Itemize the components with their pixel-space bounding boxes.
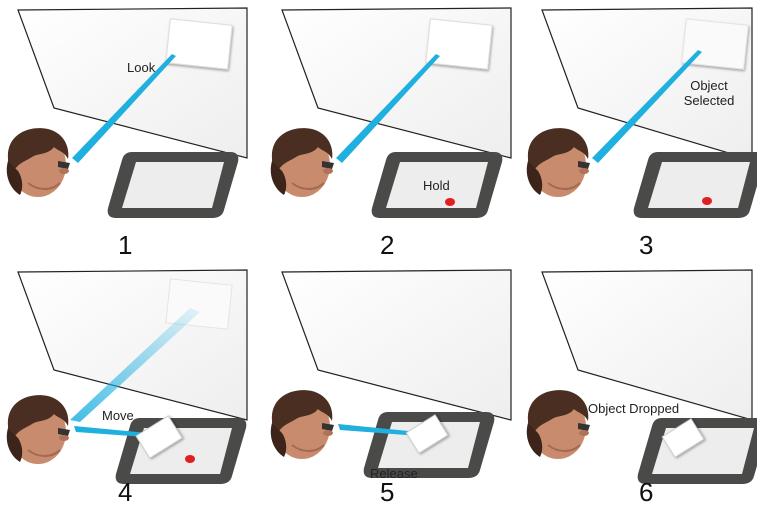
user-head-6 <box>527 390 590 459</box>
tablet-1 <box>108 152 239 218</box>
touch-point-3 <box>702 197 712 205</box>
touch-point-2 <box>445 198 455 206</box>
panel-3 <box>527 8 757 218</box>
step-number-6: 6 <box>639 477 653 507</box>
tablet-4 <box>116 418 247 484</box>
caption-move: Move <box>102 408 134 423</box>
user-head-4 <box>7 395 70 464</box>
user-head-2 <box>271 128 334 197</box>
panel-5 <box>271 270 511 478</box>
step-number-3: 3 <box>639 230 653 260</box>
tablet-6 <box>638 418 757 484</box>
step-number-2: 2 <box>380 230 394 260</box>
step-number-1: 1 <box>118 230 132 260</box>
caption-object-selected-text: Object Selected <box>673 78 745 108</box>
user-head-1 <box>7 128 70 197</box>
caption-look: Look <box>127 60 155 75</box>
tablet-3 <box>634 152 757 218</box>
panel-4 <box>7 270 247 484</box>
panel-1 <box>7 8 247 218</box>
user-head-5 <box>271 390 334 459</box>
panel-6 <box>527 270 757 484</box>
object-card-1 <box>166 19 232 69</box>
step-number-5: 5 <box>380 477 394 507</box>
user-head-3 <box>527 128 590 197</box>
caption-object-dropped: Object Dropped <box>588 401 679 416</box>
caption-object-selected: Object Selected <box>673 78 745 108</box>
touch-point-4 <box>185 455 195 463</box>
step-number-4: 4 <box>118 477 132 507</box>
panel-2 <box>271 8 511 218</box>
caption-hold: Hold <box>423 178 450 193</box>
object-card-2 <box>426 19 492 69</box>
